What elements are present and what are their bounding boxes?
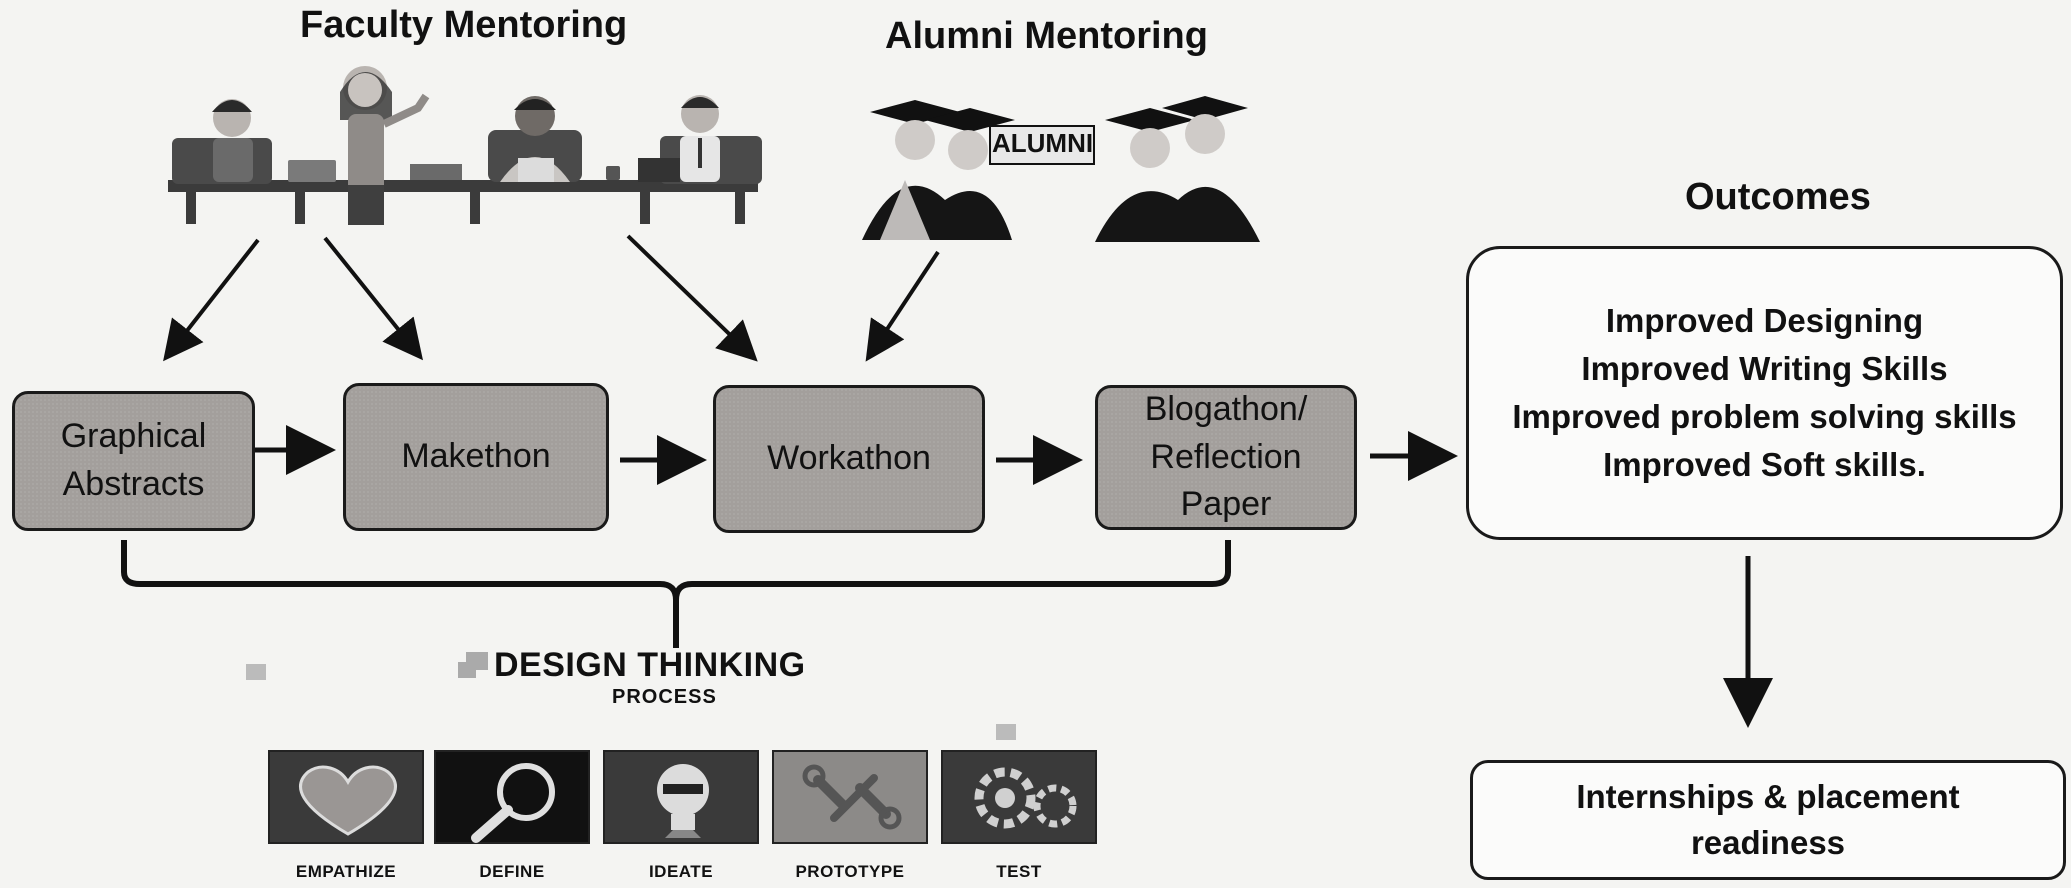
step-label-prototype: PROTOTYPE	[795, 862, 905, 881]
lightbulb-head-icon	[657, 764, 709, 838]
process-workathon: Workathon	[713, 385, 985, 533]
define-tile	[434, 750, 590, 844]
outcomes-heading: Outcomes	[1685, 176, 1871, 218]
faculty-person-1	[172, 99, 272, 184]
design-thinking-subtitle: PROCESS	[612, 686, 717, 708]
process-graphical-abstracts: Graphical Abstracts	[12, 391, 255, 531]
ideate-tile	[603, 750, 759, 844]
test-tile	[941, 750, 1097, 844]
faculty-person-4	[606, 95, 762, 184]
outcomes-box: Improved Designing Improved Writing Skil…	[1466, 246, 2063, 540]
prototype-tile	[772, 750, 928, 844]
design-thinking-title: DESIGN THINKING	[494, 646, 806, 684]
step-label-ideate: IDEATE	[648, 862, 714, 881]
outcome-item: Improved Soft skills.	[1603, 446, 1926, 483]
magnifier-icon	[471, 763, 555, 843]
faculty-mentoring-heading: Faculty Mentoring	[300, 4, 628, 46]
faculty-person-3	[488, 96, 582, 182]
heart-icon	[299, 765, 397, 836]
step-label-define: DEFINE	[479, 862, 545, 881]
gears-icon	[974, 767, 1077, 829]
alumni-mentoring-heading: Alumni Mentoring	[885, 15, 1208, 57]
outcome-item: Improved Designing	[1605, 302, 1924, 339]
placement-readiness-box: Internships & placement readiness	[1470, 760, 2066, 880]
empathize-tile	[268, 750, 424, 844]
alumni-sign-label: ALUMNI	[992, 128, 1094, 158]
faculty-person-2	[340, 66, 430, 225]
step-label-empathize: EMPATHIZE	[295, 862, 397, 881]
alumni-illustration	[862, 96, 1260, 242]
process-blogathon: Blogathon/ Reflection Paper	[1095, 385, 1357, 530]
outcome-item: Improved Writing Skills	[1581, 350, 1948, 387]
step-label-test: TEST	[996, 862, 1042, 881]
outcome-item: Improved problem solving skills	[1512, 398, 2017, 435]
process-makethon: Makethon	[343, 383, 609, 531]
faculty-mentoring-illustration	[168, 66, 762, 225]
design-thinking-bracket	[121, 540, 1231, 648]
design-thinking-bullet-icon	[466, 652, 488, 670]
tools-icon	[802, 764, 902, 830]
